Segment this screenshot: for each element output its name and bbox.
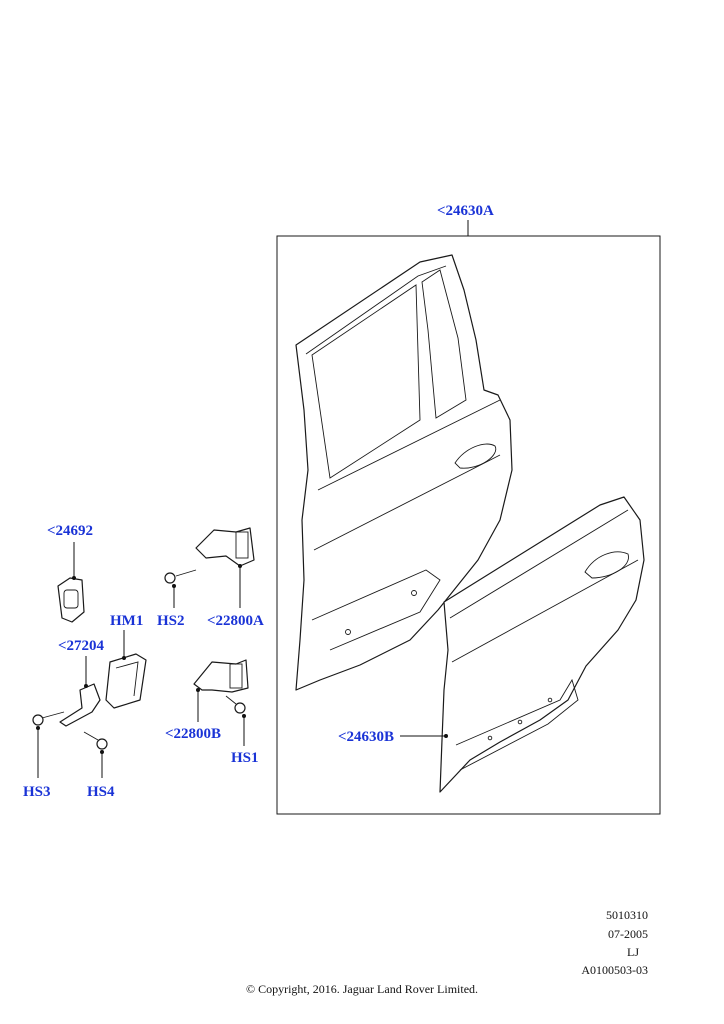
callout-hs2[interactable]: HS2 — [157, 613, 185, 629]
hs4-bolt-drawing — [83, 731, 108, 750]
copyright-notice: © Copyright, 2016. Jaguar Land Rover Lim… — [245, 982, 479, 996]
callout-27204[interactable]: <27204 — [58, 638, 105, 654]
meta-initials: LJ — [627, 945, 639, 959]
callout-24692[interactable]: <24692 — [47, 523, 94, 539]
rear-door-shell-drawing — [439, 496, 645, 793]
callout-22800B[interactable]: <22800B — [165, 726, 222, 742]
callout-24630B[interactable]: <24630B — [338, 729, 395, 745]
callout-hs1[interactable]: HS1 — [231, 750, 259, 766]
hs3-bolt-drawing — [32, 711, 65, 726]
hs2-bolt-drawing — [164, 569, 197, 584]
callout-hm1[interactable]: HM1 — [110, 613, 144, 629]
meta-date: 07-2005 — [608, 927, 648, 941]
upper-hinge-drawing — [195, 527, 255, 567]
hm1-drawing — [105, 653, 147, 709]
callout-24630A[interactable]: <24630A — [437, 203, 494, 219]
hs1-bolt-drawing — [225, 695, 246, 714]
meta-code: 5010310 — [606, 908, 648, 922]
lower-hinge-drawing — [193, 659, 249, 693]
door-check-cover-drawing — [57, 577, 85, 623]
callout-hs3[interactable]: HS3 — [23, 784, 51, 800]
callout-22800A[interactable]: <22800A — [207, 613, 264, 629]
check-strap-drawing — [59, 683, 101, 727]
callout-hs4[interactable]: HS4 — [87, 784, 115, 800]
rear-door-assembly-drawing — [295, 254, 513, 691]
meta-ref: A0100503-03 — [581, 963, 648, 977]
